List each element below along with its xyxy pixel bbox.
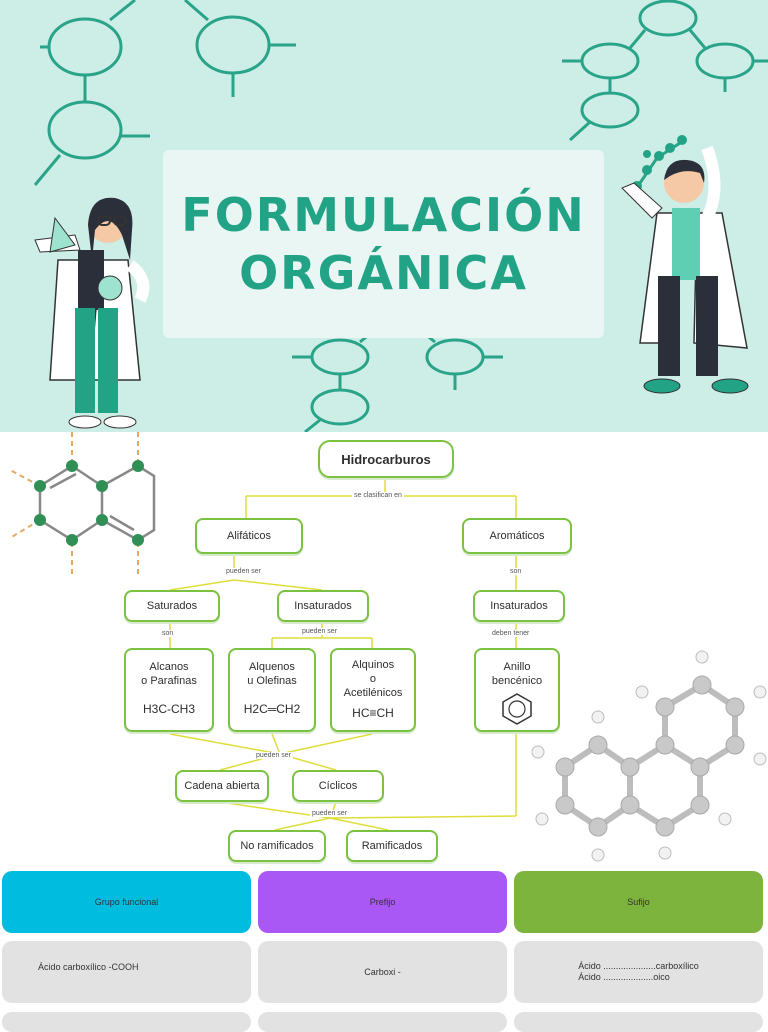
suffix-line-1: Ácido .....................carboxílico [578,961,699,971]
node-hydrocarbons: Hidrocarburos [318,440,454,478]
title-card: FORMULACIÓN ORGÁNICA [163,150,604,338]
node-alkynes: Alquinos o Acetilénicos HC≡CH [330,648,416,732]
alkanes-name: Alcanos [149,661,189,673]
functional-group-table: Grupo funcional Prefijo Sufijo Ácido car… [0,868,768,1032]
node-saturated: Saturados [124,590,220,622]
cell-next-row-prefix [258,1012,507,1032]
page-title-line1: FORMULACIÓN [181,188,586,242]
scientist-boy-illustration [621,135,749,394]
link-label-chains: pueden ser [254,752,294,759]
alkynes-alt-name: Acetilénicos [343,687,403,699]
alkenes-formula: H2C═CH2 [243,702,301,716]
phenanthrene-3d-molecule-icon [531,650,767,862]
molecule-decoration [33,0,768,432]
cell-carboxylic-group: Ácido carboxílico -COOH [2,941,251,1003]
cell-carboxylic-prefix: Carboxi - [258,941,507,1003]
alkynes-formula: HC≡CH [352,706,394,720]
node-benzene-ring: Anillo bencénico [474,648,560,732]
alkanes-formula: H3C-CH3 [142,702,195,716]
header-suffix: Sufijo [514,871,763,933]
scientist-girl-illustration [34,197,150,429]
node-aromatic: Aromáticos [462,518,572,554]
cell-next-row-group [2,1012,251,1032]
link-label-saturated: son [160,630,176,637]
alkynes-name: Alquinos [351,659,395,671]
alkenes-alt-name: u Olefinas [247,675,297,687]
benzene-name: Anillo [503,661,531,673]
benzene-name-2: bencénico [491,675,543,687]
node-unbranched: No ramificados [228,830,326,862]
node-aliphatic: Alifáticos [195,518,303,554]
link-label-classify: se clasifican en [352,492,404,499]
node-unsaturated-aliphatic: Insaturados [277,590,369,622]
node-open-chain: Cadena abierta [175,770,269,802]
node-cyclic: Cíclicos [292,770,384,802]
page-title-line2: ORGÁNICA [239,246,528,300]
link-label-branching: pueden ser [310,810,350,817]
header-functional-group: Grupo funcional [2,871,251,933]
alkenes-name: Alquenos [249,661,295,673]
cell-next-row-suffix [514,1012,763,1032]
alkanes-alt-name: o Parafinas [141,675,197,687]
suffix-line-2: Ácido ....................oico [578,972,670,982]
naphthalene-skeletal-icon [10,432,156,574]
node-alkenes: Alquenos u Olefinas H2C═CH2 [228,648,316,732]
node-alkanes: Alcanos o Parafinas H3C-CH3 [124,648,214,732]
node-branched: Ramificados [346,830,438,862]
title-banner: FORMULACIÓN ORGÁNICA [0,0,768,432]
hydrocarbon-concept-map: Hidrocarburos se clasifican en Alifático… [0,432,768,868]
link-label-aromatic: son [508,568,524,575]
node-unsaturated-aromatic: Insaturados [473,590,565,622]
benzene-ring-icon [502,693,532,725]
link-label-unsaturated: pueden ser [300,628,340,635]
header-prefix: Prefijo [258,871,507,933]
cell-carboxylic-suffix: Ácido .....................carboxílico Á… [514,941,763,1003]
link-label-aliphatic: pueden ser [224,568,264,575]
link-label-must-have: deben tener [490,630,532,637]
alkynes-connector: o [369,673,377,685]
